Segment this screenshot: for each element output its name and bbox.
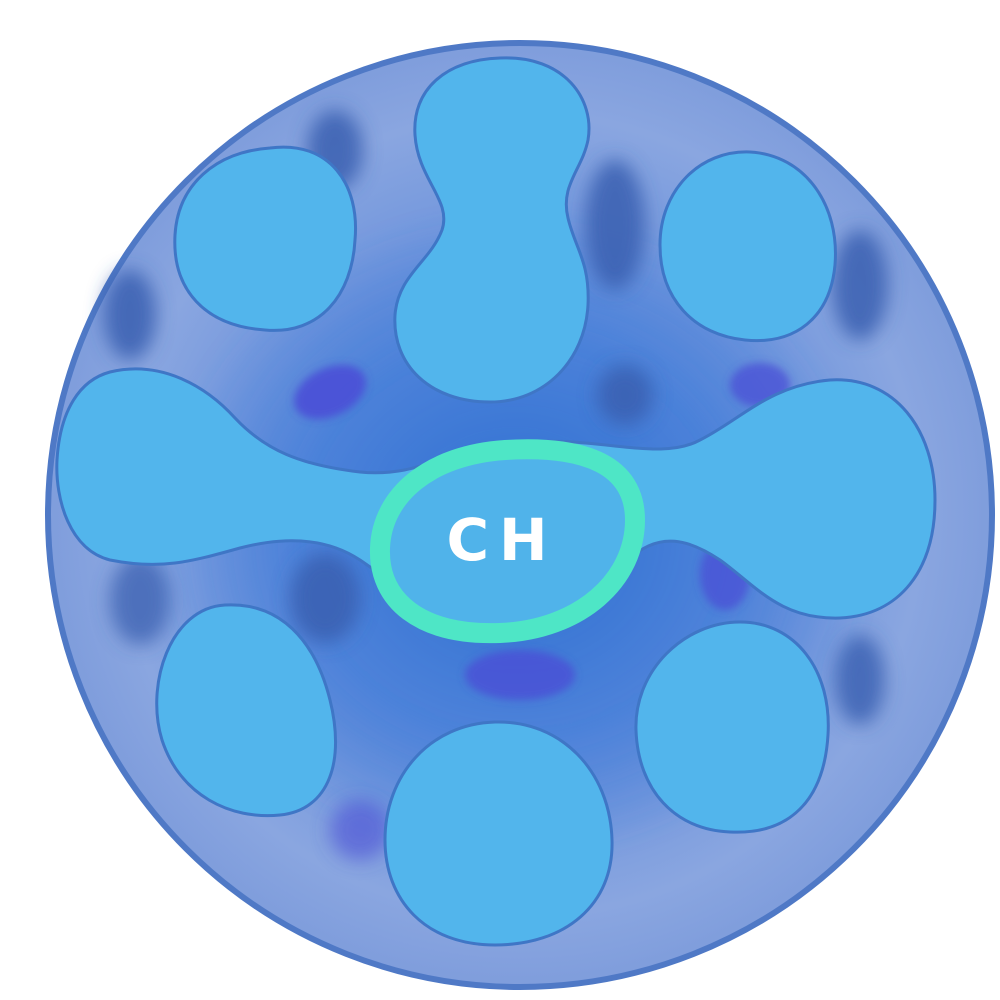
lobe-top-center: [393, 56, 591, 404]
lobe-top-right: [658, 150, 837, 343]
lobe-bottom-left: [155, 603, 338, 818]
lobe-bottom-center: [383, 720, 614, 947]
center-ring: [369, 439, 645, 644]
lobe-top-left: [173, 145, 358, 332]
shadow-spots: [104, 110, 888, 860]
center-label: CH: [446, 506, 557, 574]
lobe-bottom-right: [634, 620, 830, 834]
